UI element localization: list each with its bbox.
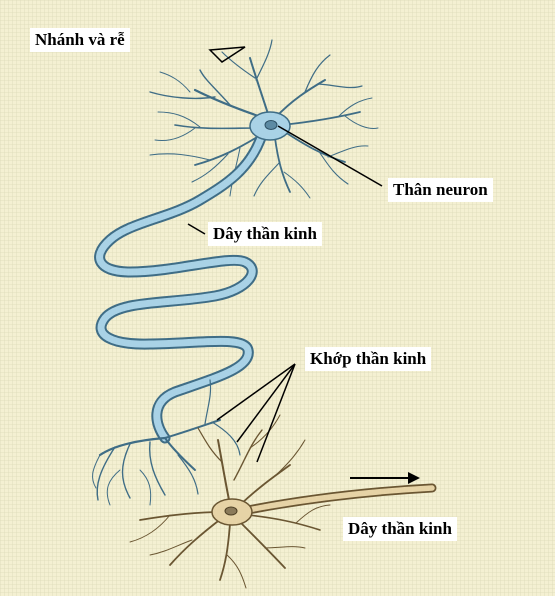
label-axon-bottom: Dây thần kinh [343,517,457,541]
bottom-cell-body [212,499,252,525]
label-dendrites: Nhánh và rễ [30,28,130,52]
label-synapse: Khớp thần kinh [305,347,431,371]
label-axon-top: Dây thần kinh [208,222,322,246]
label-cell-body: Thân neuron [388,178,493,202]
top-cell-body [250,112,290,140]
